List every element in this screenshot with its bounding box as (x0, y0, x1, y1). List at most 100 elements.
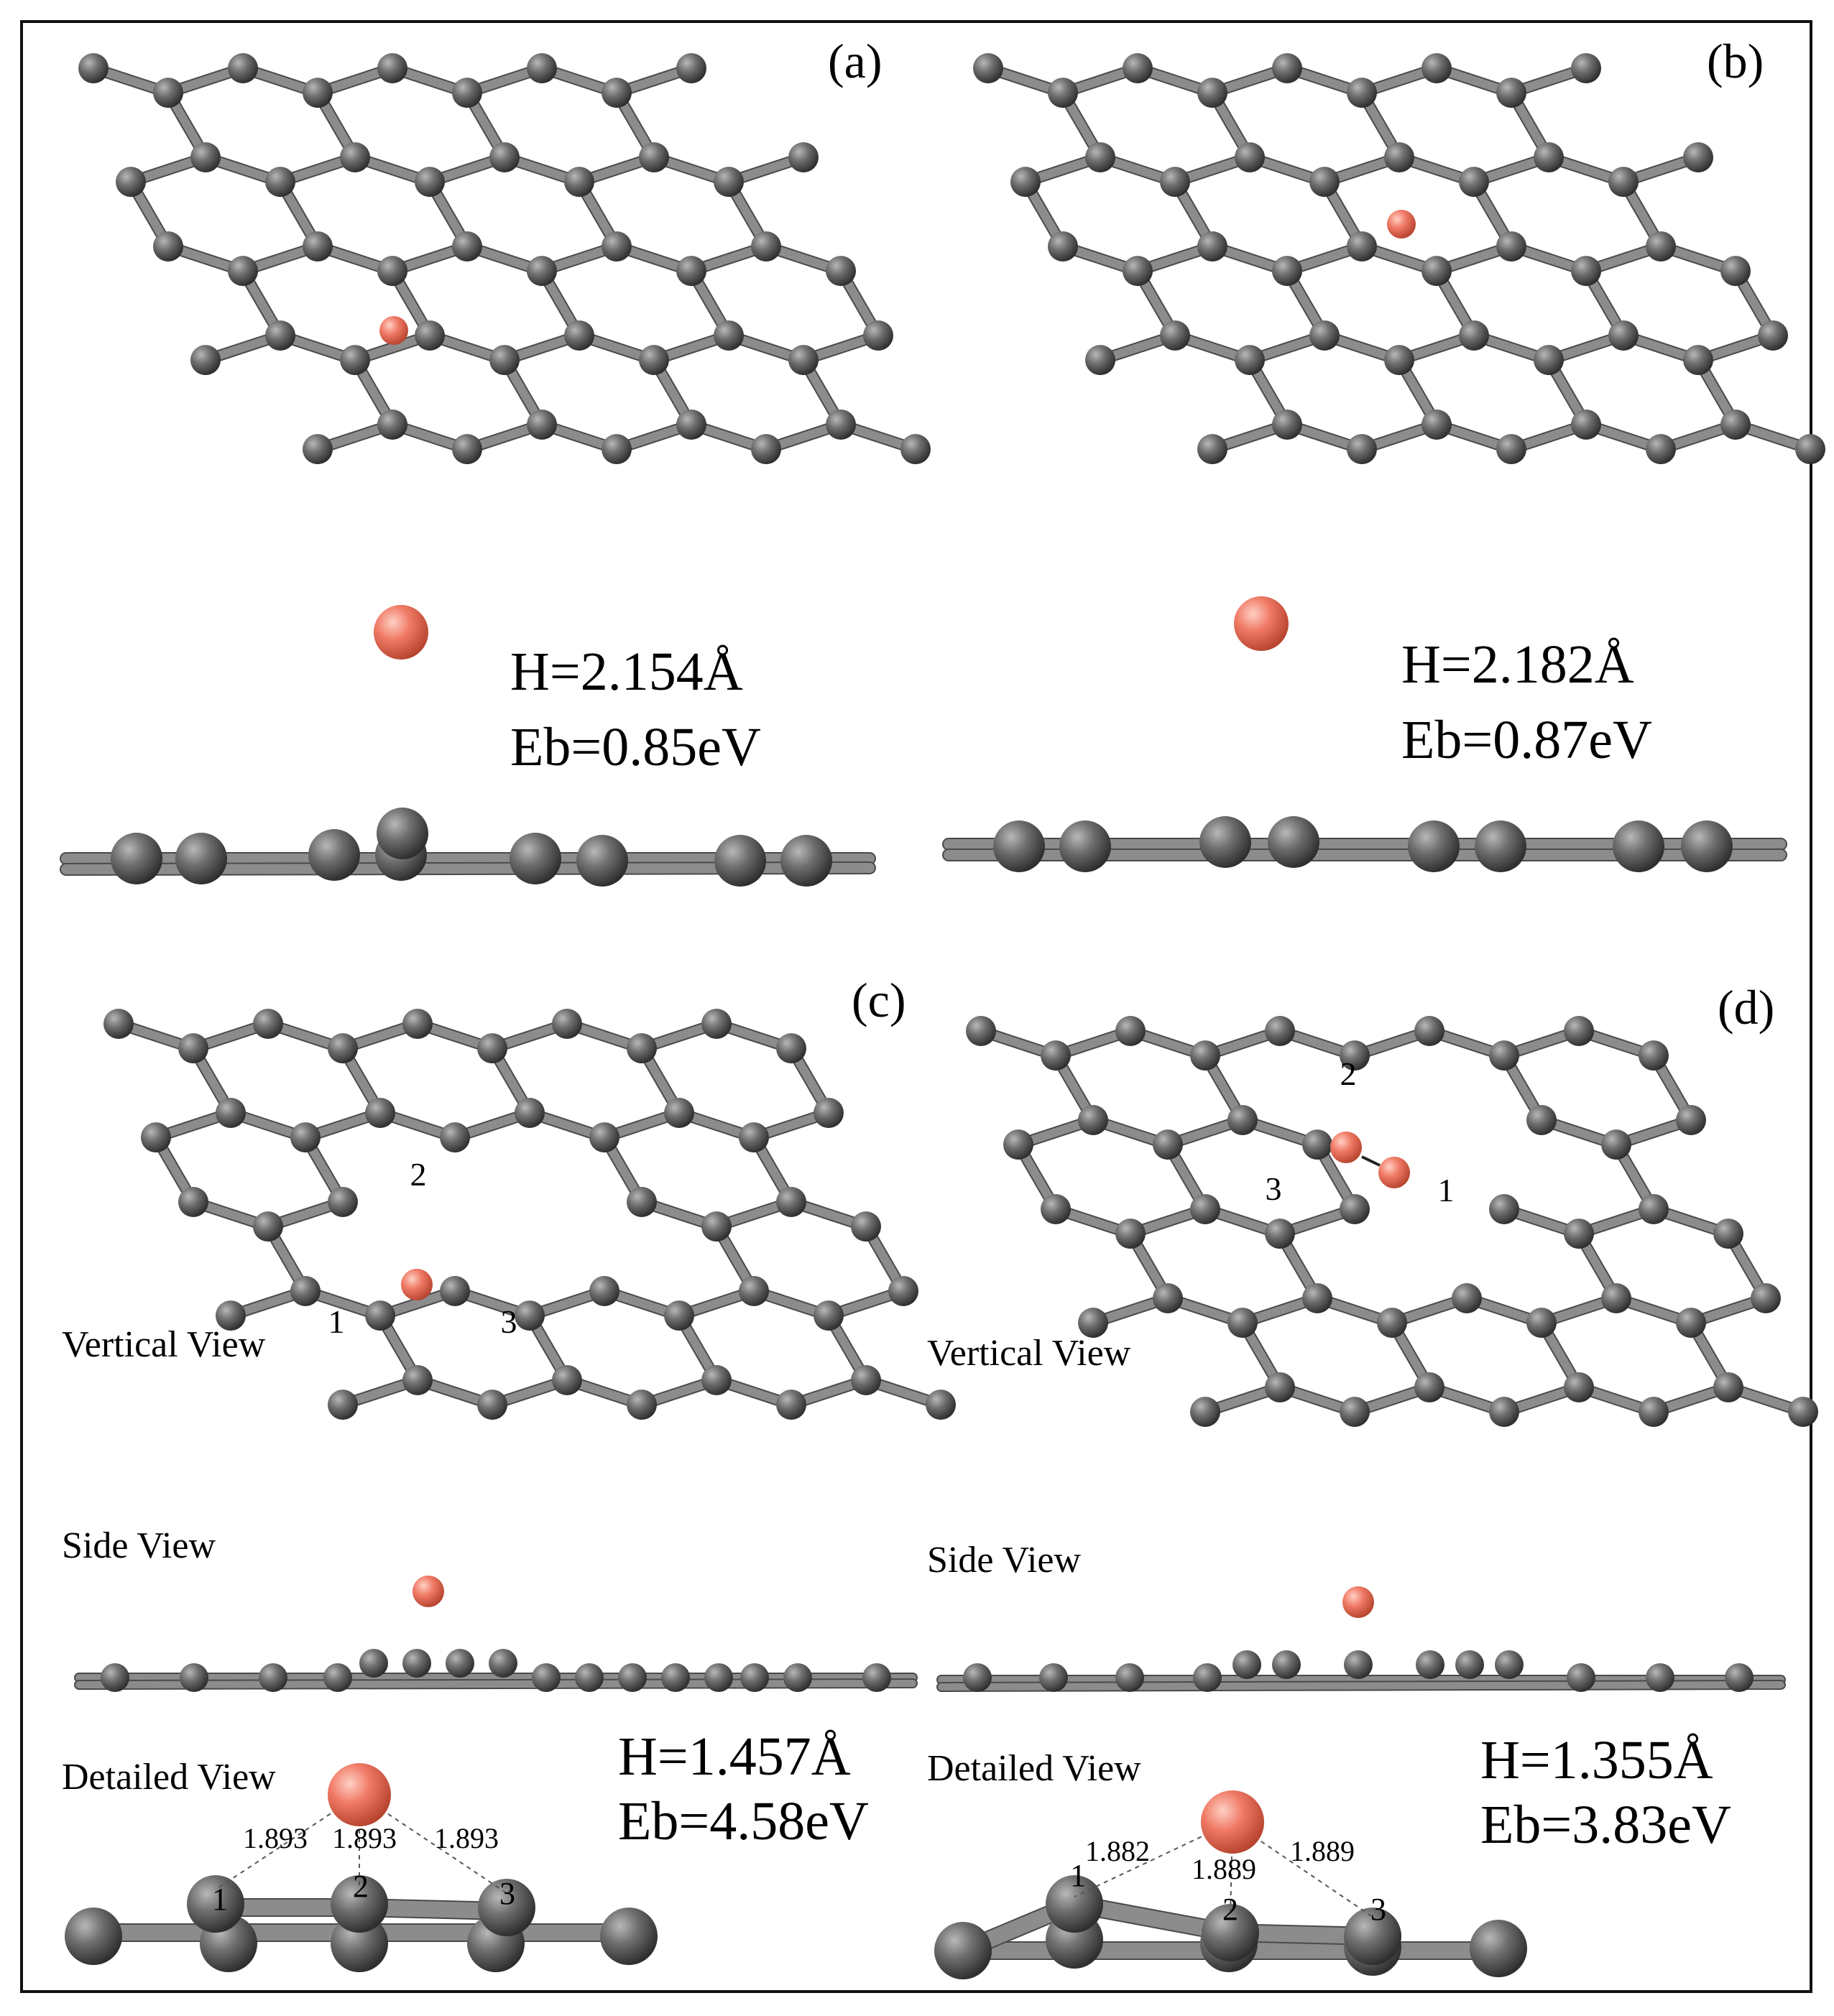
carbon-atom (600, 1908, 658, 1965)
carbon-atom (1078, 1308, 1108, 1338)
carbon-atom (1347, 78, 1377, 108)
carbon-atom (1340, 1397, 1370, 1428)
carbon-atom (489, 142, 520, 172)
carbon-atom (527, 53, 557, 83)
carbon-atom (415, 167, 445, 198)
carbon-atom (639, 142, 669, 172)
side-view-a (60, 605, 876, 887)
atom-label-c-2: 2 (410, 1156, 427, 1193)
carbon-atom (1526, 1105, 1557, 1135)
carbon-atom (1683, 345, 1713, 376)
carbon-atom (1309, 320, 1340, 351)
carbon-atom (1160, 167, 1190, 198)
carbon-atom (1725, 1663, 1754, 1692)
carbon-atom (1197, 231, 1227, 262)
carbon-atom (1265, 1372, 1295, 1402)
carbon-atom (190, 345, 221, 376)
binding-energy-c: Eb=4.58eV (618, 1791, 869, 1851)
carbon-atom (1048, 78, 1078, 108)
dopant-atom (1342, 1586, 1374, 1618)
carbon-atom (340, 345, 370, 376)
carbon-atom (1041, 1040, 1071, 1071)
carbon-atom (776, 1187, 806, 1217)
carbon-atom (216, 1300, 246, 1331)
carbon-atom (1232, 1650, 1261, 1679)
carbon-atom (701, 1009, 732, 1039)
carbon-atom (331, 1915, 388, 1972)
carbon-atom (1160, 320, 1190, 351)
carbon-atom (331, 1875, 388, 1933)
detailed-view-label-d: Detailed View (927, 1748, 1141, 1789)
carbon-atom (661, 1663, 690, 1692)
carbon-atom (1459, 320, 1489, 351)
carbon-atom (1344, 1908, 1401, 1965)
carbon-atom (1421, 256, 1452, 287)
carbon-atom (934, 1922, 992, 1979)
carbon-atom (1421, 410, 1452, 440)
bond-length-c-1: 1.893 (243, 1822, 308, 1854)
carbon-atom (602, 78, 632, 108)
carbon-atom (1489, 1194, 1519, 1224)
detail-atom-label-c-3: 3 (499, 1876, 515, 1911)
carbon-atom (564, 320, 594, 351)
carbon-atom (290, 1122, 321, 1153)
carbon-atom (1639, 1397, 1669, 1428)
carbon-atom (1414, 1016, 1444, 1046)
bond-length-c-3: 1.893 (434, 1822, 499, 1854)
carbon-atom (1408, 820, 1460, 872)
panel-c: (c) Vertical View Side View Detailed Vie… (62, 973, 956, 1972)
carbon-atom (1571, 53, 1601, 83)
carbon-atom (1048, 231, 1078, 262)
carbon-atom (618, 1663, 647, 1692)
carbon-atom (676, 256, 706, 287)
carbon-atom (1347, 231, 1377, 262)
carbon-atom (851, 1211, 881, 1242)
atom-label-d-1: 1 (1438, 1172, 1455, 1208)
carbon-atom (365, 1300, 395, 1331)
carbon-atom (1199, 816, 1251, 868)
carbon-atom (452, 78, 482, 108)
carbon-atom (1085, 345, 1115, 376)
carbon-atom (676, 53, 706, 83)
carbon-atom (704, 1663, 733, 1692)
carbon-atom (1302, 1283, 1332, 1313)
carbon-atom (1197, 434, 1227, 465)
carbon-atom (1039, 1663, 1068, 1692)
carbon-atom (265, 167, 295, 198)
carbon-atom (564, 167, 594, 198)
carbon-atom (1190, 1194, 1220, 1224)
carbon-atom (1265, 1219, 1295, 1249)
carbon-atom (377, 808, 428, 859)
binding-energy-a: Eb=0.85eV (510, 717, 761, 777)
carbon-atom (527, 256, 557, 287)
bond-length-indicator (1230, 1821, 1233, 1918)
carbon-atom (963, 1663, 992, 1692)
carbon-atom (515, 1098, 545, 1128)
carbon-atom (1788, 1397, 1818, 1428)
carbon-atom (627, 1033, 657, 1064)
carbon-atom (1608, 320, 1639, 351)
carbon-atom (452, 231, 482, 262)
carbon-atom (1265, 1016, 1295, 1046)
carbon-atom (1489, 1040, 1519, 1071)
carbon-atom (1452, 1283, 1482, 1313)
carbon-atom (1421, 53, 1452, 83)
carbon-atom (1384, 345, 1414, 376)
binding-energy-b: Eb=0.87eV (1401, 710, 1652, 770)
carbon-atom (1459, 167, 1489, 198)
bond-length-d-3: 1.889 (1290, 1835, 1355, 1867)
carbon-atom (1495, 1650, 1524, 1679)
carbon-atom (1489, 1397, 1519, 1428)
carbon-atom (751, 434, 781, 465)
carbon-atom (739, 1276, 769, 1306)
carbon-atom (1272, 256, 1302, 287)
carbon-atom (440, 1276, 470, 1306)
detail-atom-label-d-3: 3 (1370, 1892, 1386, 1927)
carbon-atom (1302, 1129, 1332, 1160)
carbon-atom (290, 1276, 321, 1306)
carbon-atom (1720, 410, 1751, 440)
side-view-c (74, 1576, 918, 1692)
carbon-atom (993, 820, 1045, 872)
carbon-atom (1567, 1663, 1595, 1692)
carbon-atom (527, 410, 557, 440)
